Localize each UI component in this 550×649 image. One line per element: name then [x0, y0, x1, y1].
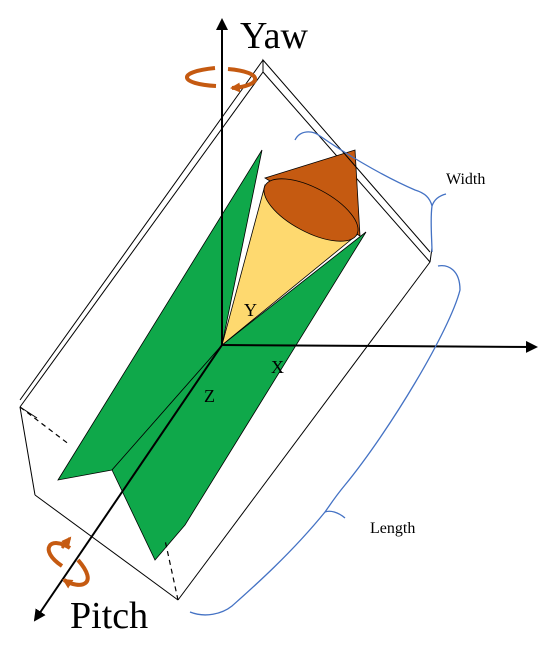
yaw-label: Yaw [240, 15, 309, 57]
pitch-label: Pitch [70, 595, 148, 637]
width-label: Width [446, 171, 485, 188]
green-panels [57, 149, 367, 561]
yaw-rotation-arrow [185, 66, 258, 93]
pitch-rotation-arrow [46, 536, 90, 589]
length-brace [189, 264, 461, 616]
cone-base-ellipse [263, 178, 359, 242]
x-axis-label: X [271, 357, 284, 377]
x-axis [221, 340, 538, 353]
green-panel-right [111, 231, 367, 561]
z-axis-label: Z [204, 386, 215, 406]
width-brace [294, 131, 447, 253]
length-label: Length [370, 520, 415, 537]
pitch-axis [33, 344, 223, 622]
y-axis-label: Y [244, 300, 257, 320]
axes [33, 18, 538, 622]
cone [221, 149, 361, 347]
hidden-edges [19, 406, 179, 601]
